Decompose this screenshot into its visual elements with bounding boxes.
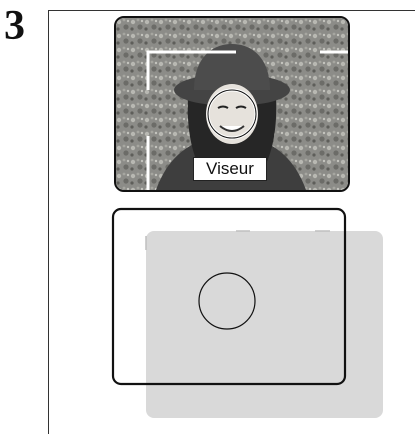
shaded-frame (146, 231, 383, 418)
viewfinder-label: Viseur (193, 157, 267, 181)
margin-rule (48, 10, 49, 434)
bright-frame (111, 207, 347, 386)
shaded-frame-ticks (145, 230, 330, 250)
step-number: 3 (4, 3, 25, 49)
top-rule (48, 10, 415, 11)
focus-circle (198, 272, 256, 330)
